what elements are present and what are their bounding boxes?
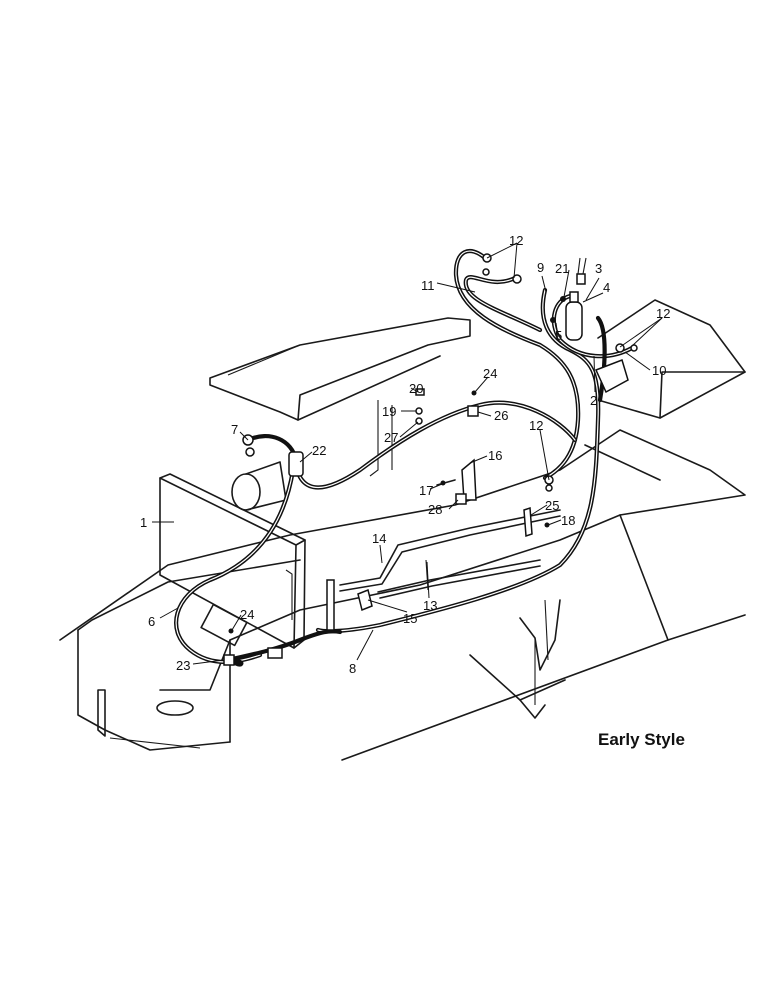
callout-3: 3 — [595, 261, 602, 276]
callout-17: 17 — [419, 483, 433, 498]
callout-19: 19 — [382, 404, 396, 419]
callout-8: 8 — [349, 661, 356, 676]
callout-7: 7 — [231, 422, 238, 437]
fittings — [223, 253, 638, 666]
callout-18: 18 — [561, 513, 575, 528]
callout-23: 23 — [176, 658, 190, 673]
callout-16: 16 — [488, 448, 502, 463]
callout-20: 20 — [409, 381, 423, 396]
callout-12-top: 12 — [509, 233, 523, 248]
leader-lines — [152, 242, 663, 665]
callout-numbers: 1 2 3 4 5 6 7 8 9 10 11 12 12 12 13 14 1… — [140, 233, 670, 676]
callout-5: 5 — [555, 328, 562, 343]
callout-6: 6 — [148, 614, 155, 629]
callout-12-right: 12 — [656, 306, 670, 321]
callout-27: 27 — [384, 430, 398, 445]
callout-24-lower: 24 — [240, 607, 254, 622]
callout-22: 22 — [312, 443, 326, 458]
callout-24-top: 24 — [483, 366, 497, 381]
callout-11: 11 — [421, 278, 435, 293]
callout-12-lower: 12 — [529, 418, 543, 433]
callout-25: 25 — [545, 498, 559, 513]
machine-body-outline — [59, 299, 746, 761]
callout-15: 15 — [403, 611, 417, 626]
callout-28: 28 — [428, 502, 442, 517]
hose-lines — [174, 248, 635, 667]
callout-13: 13 — [423, 598, 437, 613]
callout-10: 10 — [652, 363, 666, 378]
callout-2: 2 — [590, 393, 597, 408]
callout-26: 26 — [494, 408, 508, 423]
callout-1: 1 — [140, 515, 147, 530]
blower-housing — [231, 461, 287, 511]
callout-14: 14 — [372, 531, 386, 546]
diagram-caption: Early Style — [598, 730, 685, 749]
callout-4: 4 — [603, 280, 610, 295]
callout-9: 9 — [537, 260, 544, 275]
callout-21: 21 — [555, 261, 569, 276]
